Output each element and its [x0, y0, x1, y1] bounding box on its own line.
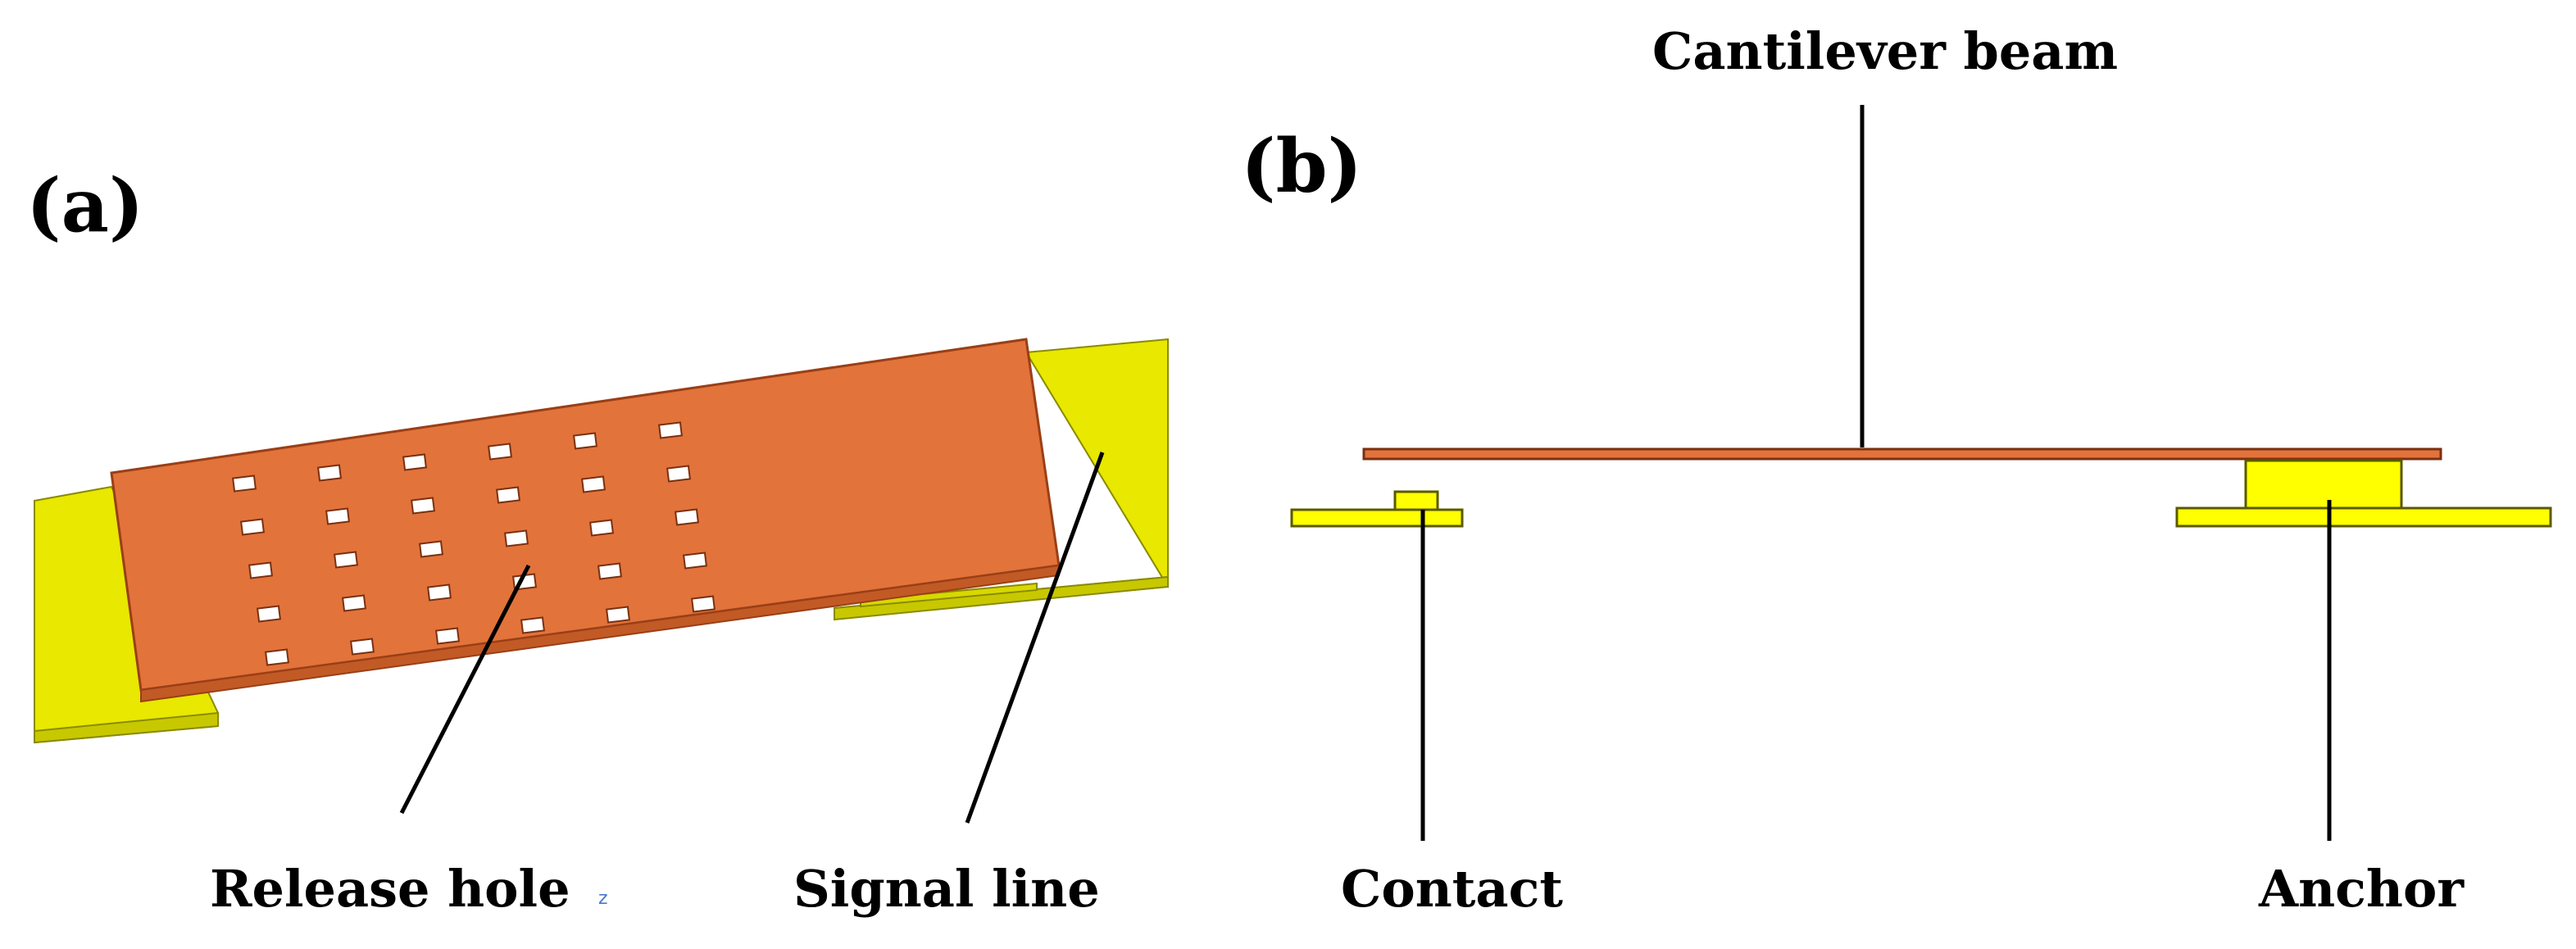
contact-signal-line — [1290, 508, 1464, 528]
panel-b-label: (b) — [1241, 123, 1362, 210]
release-hole — [581, 475, 606, 493]
signal-line-right — [834, 338, 1170, 621]
release-hole — [325, 507, 350, 525]
release-hole — [232, 474, 257, 493]
release-hole — [573, 432, 597, 450]
release-hole — [435, 627, 460, 645]
release-hole — [265, 648, 289, 666]
cantilever-beam-side — [1362, 447, 2442, 461]
release-hole — [248, 561, 273, 579]
release-hole — [691, 595, 716, 613]
panel-a-label: (a) — [26, 162, 143, 249]
release-hole — [317, 464, 342, 482]
anchor-signal-line — [2175, 506, 2552, 528]
release-hole — [683, 552, 707, 570]
release-hole-leader-line — [399, 564, 531, 815]
release-hole — [342, 594, 366, 612]
anchor-label: Anchor — [2258, 859, 2465, 919]
panel-a: (a) Release hole Signal line z — [26, 162, 1170, 919]
anchor-block — [2244, 459, 2403, 510]
release-hole — [402, 453, 427, 471]
release-hole-grid — [232, 421, 716, 666]
release-hole-label: Release hole — [210, 859, 570, 919]
signal-line-leader-line — [965, 452, 1105, 824]
release-hole — [419, 540, 443, 558]
release-hole — [589, 519, 614, 537]
release-hole — [257, 605, 281, 623]
release-hole — [334, 551, 358, 569]
signal-line-label: Signal line — [793, 859, 1100, 919]
release-hole — [520, 616, 545, 634]
release-hole — [504, 529, 529, 547]
release-hole — [606, 606, 630, 624]
release-hole — [666, 465, 691, 483]
cantilever-beam-label: Cantilever beam — [1652, 21, 2118, 81]
release-hole — [427, 583, 452, 602]
panel-b: (b) Cantilever beam Contact Anchor — [1241, 21, 2552, 919]
release-hole — [496, 486, 520, 504]
release-hole — [658, 421, 683, 439]
release-hole — [350, 638, 375, 656]
release-hole — [597, 562, 622, 580]
axis-z-glyph: z — [598, 888, 608, 909]
contact-bump — [1393, 490, 1439, 511]
release-hole — [675, 508, 699, 526]
release-hole — [411, 497, 435, 515]
release-hole — [488, 443, 512, 461]
contact-label: Contact — [1341, 859, 1563, 919]
release-hole — [240, 518, 265, 536]
